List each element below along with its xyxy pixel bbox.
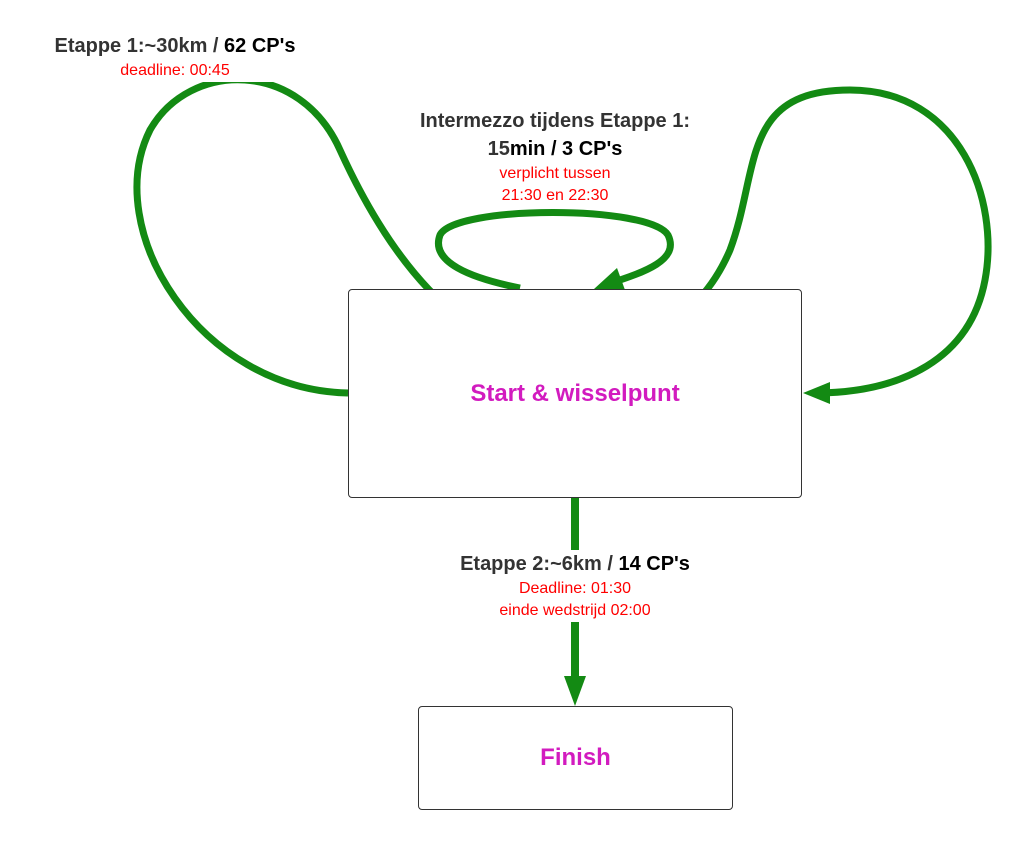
intermezzo-note-2: 21:30 en 22:30 [501,187,609,204]
intermezzo-label: Intermezzo tijdens Etappe 1: 15min / 3 C… [385,107,725,207]
start-node-label: Start & wisselpunt [470,379,680,407]
etappe2-deadline: Deadline: 01:30 [518,580,632,597]
etappe1-arrowhead [803,382,830,404]
intermezzo-note-1: verplicht tussen [499,165,611,182]
etappe2-end: einde wedstrijd 02:00 [499,602,651,619]
etappe2-cps: 14 CP's [618,553,690,575]
etappe2-arrowhead [564,676,586,706]
etappe2-title: Etappe 2:~6km / [460,553,619,575]
etappe1-title: Etappe 1:~30km / [54,35,225,57]
intermezzo-cps: min / 3 CP's [509,138,623,160]
etappe1-label: Etappe 1:~30km / 62 CP's deadline: 00:45 [20,32,330,82]
start-node[interactable]: Start & wisselpunt [348,289,802,498]
intermezzo-duration: 15 [487,138,510,160]
finish-node-label: Finish [540,744,611,771]
intermezzo-title: Intermezzo tijdens Etappe 1: [419,110,691,132]
etappe2-label: Etappe 2:~6km / 14 CP's Deadline: 01:30 … [425,550,725,622]
intermezzo-loop-arrow [435,209,674,292]
etappe1-deadline: deadline: 00:45 [120,62,230,79]
intermezzo-arrowhead [594,268,625,290]
finish-node[interactable]: Finish [418,706,733,810]
etappe1-cps: 62 CP's [224,35,296,57]
